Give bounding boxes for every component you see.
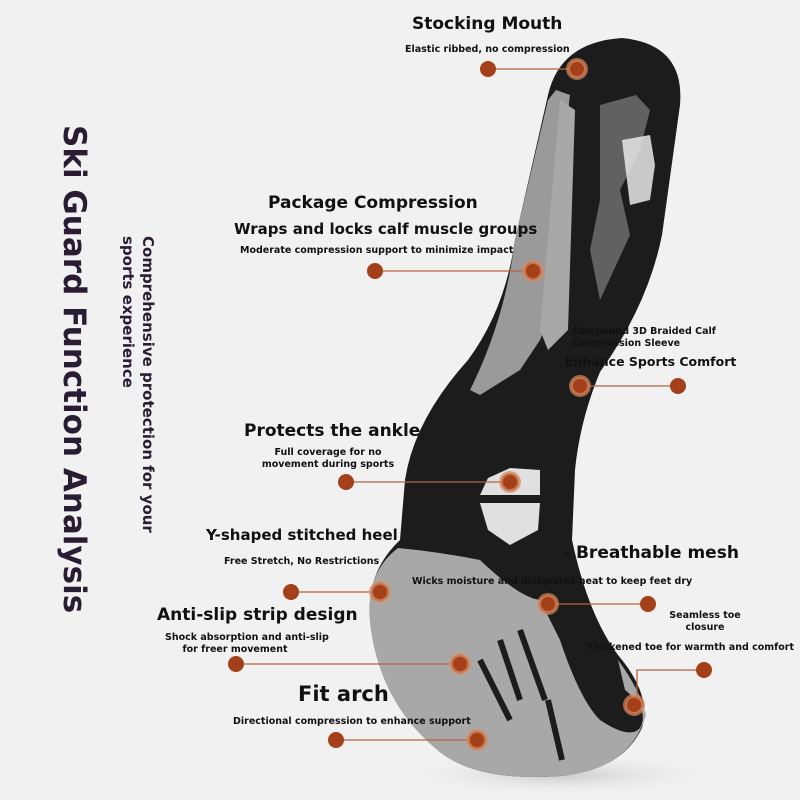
marker-dot bbox=[640, 596, 656, 612]
detail-line: Shock absorption and anti-slip bbox=[165, 632, 329, 643]
detail-line: Compression Sleeve bbox=[572, 338, 681, 349]
detail-line: movement during sports bbox=[261, 459, 395, 470]
marker-ring bbox=[623, 694, 645, 716]
callout-heading: - Breathable mesh bbox=[563, 543, 739, 563]
marker-ring bbox=[466, 729, 488, 751]
callout-detail: Seamless toe closure bbox=[660, 610, 750, 634]
callout-heading: Package Compression bbox=[268, 193, 478, 213]
marker-dot bbox=[480, 61, 496, 77]
callout-heading: Protects the ankle bbox=[244, 421, 421, 441]
marker-ring bbox=[569, 375, 591, 397]
detail-line: Full coverage for no bbox=[274, 447, 382, 458]
marker-ring bbox=[449, 653, 471, 675]
callout-heading: Fit arch bbox=[298, 682, 389, 706]
callout-heading: Thickened toe for warmth and comfort bbox=[587, 642, 795, 653]
detail-line: Compound 3D Braided Calf bbox=[572, 326, 716, 337]
leader-line bbox=[636, 669, 704, 705]
callout-detail: Elastic ribbed, no compression bbox=[405, 44, 570, 55]
marker-dot bbox=[328, 732, 344, 748]
marker-dot bbox=[283, 584, 299, 600]
marker-ring bbox=[369, 581, 391, 603]
detail-line: for freer movement bbox=[182, 644, 288, 655]
marker-dot bbox=[338, 474, 354, 490]
detail-line: closure bbox=[685, 622, 725, 633]
callout-heading: Enhance Sports Comfort bbox=[565, 354, 737, 369]
callout-detail: Moderate compression support to minimize… bbox=[240, 245, 514, 256]
callout-detail: Free Stretch, No Restrictions bbox=[224, 556, 380, 567]
marker-ring bbox=[537, 593, 559, 615]
callout-detail: Directional compression to enhance suppo… bbox=[233, 716, 471, 727]
marker-dot bbox=[670, 378, 686, 394]
callout-subheading: Wraps and locks calf muscle groups bbox=[234, 220, 538, 238]
callout-heading: Anti-slip strip design bbox=[157, 605, 358, 625]
marker-dot bbox=[228, 656, 244, 672]
marker-ring bbox=[522, 260, 544, 282]
marker-ring bbox=[566, 58, 588, 80]
callout-detail: Compound 3D Braided Calf Compression Sle… bbox=[572, 326, 716, 350]
marker-dot bbox=[367, 263, 383, 279]
detail-line: Seamless toe bbox=[669, 610, 741, 621]
marker-dot bbox=[696, 662, 712, 678]
callout-detail: Wicks moisture and dissipates heat to ke… bbox=[412, 576, 693, 587]
callout-detail: Shock absorption and anti-slip for freer… bbox=[165, 632, 329, 656]
marker-ring bbox=[499, 471, 521, 493]
callout-heading: Stocking Mouth bbox=[412, 14, 563, 34]
callout-heading: Y-shaped stitched heel bbox=[206, 526, 398, 544]
callout-detail: Full coverage for no movement during spo… bbox=[258, 447, 398, 471]
